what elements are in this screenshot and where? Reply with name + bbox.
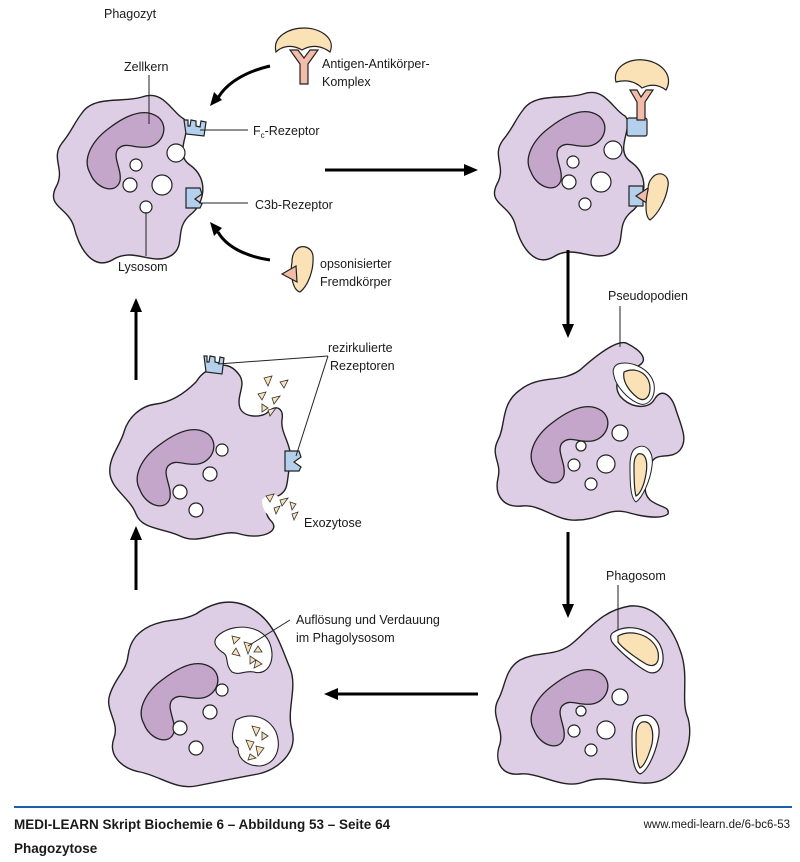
stage-engulfing: Pseudopodien <box>494 289 688 521</box>
footer-divider <box>14 806 792 808</box>
label-lysosom: Lysosom <box>118 260 168 274</box>
arrow-antigen-to-receptor <box>216 64 271 99</box>
footer-caption: Phagozytose <box>14 841 98 856</box>
recycled-fc-receptor <box>203 355 225 375</box>
antibody-bound <box>628 89 655 121</box>
fc-receptor-bound <box>626 117 648 137</box>
label-digestion-line1: Auflösung und Verdauung <box>296 613 440 627</box>
label-antigen-complex-line1: Antigen-Antikörper- <box>322 57 430 71</box>
label-c3b-rezeptor: C3b-Rezeptor <box>255 198 333 212</box>
exocytosed-fragments-top <box>257 375 289 417</box>
lysosome <box>139 200 153 214</box>
c3b-receptor <box>185 187 203 209</box>
label-recycled-line1: rezirkulierte <box>328 341 393 355</box>
antigen-bound <box>614 59 670 91</box>
vesicle <box>166 143 186 163</box>
engulfed-particle <box>623 369 651 401</box>
label-opsonized-line2: Fremdkörper <box>320 275 392 289</box>
label-fc-rezeptor: Fc-Rezeptor <box>253 124 320 140</box>
label-antigen-complex-line2: Komplex <box>322 75 371 89</box>
label-zellkern: Zellkern <box>124 60 169 74</box>
opsonized-foreign-body <box>280 246 314 293</box>
vesicle <box>129 158 143 172</box>
phagolysosome-bottom <box>231 715 279 767</box>
exocytosed-fragments-bottom <box>265 493 299 522</box>
footer-url[interactable]: www.medi-learn.de/6-bc6-53 <box>643 819 790 831</box>
antigen-antibody-complex <box>274 27 332 85</box>
stage-digestion: Auflösung und Verdauung im Phagolysosom <box>107 601 440 788</box>
vesicle <box>122 177 138 193</box>
label-phagosom: Phagosom <box>606 569 666 583</box>
stage-binding <box>493 59 670 261</box>
phagolysosome-top <box>214 626 273 674</box>
fc-receptor <box>183 119 207 137</box>
label-opsonized-line1: opsonisierter <box>320 257 392 271</box>
phagosome-particle <box>617 632 659 667</box>
label-recycled-line2: Rezeptoren <box>330 359 395 373</box>
arrow-foreign-body-to-receptor <box>216 231 271 262</box>
phagocytosis-diagram: Phagozyt Zellkern Fc-Rezeptor C3b-Rezept… <box>52 7 691 788</box>
vesicle <box>151 174 173 196</box>
stage-exocytosis: rezirkulierte Rezeptoren Exozytose <box>109 341 395 540</box>
recycled-c3b-receptor <box>284 450 302 472</box>
label-phagozyt: Phagozyt <box>104 7 157 21</box>
label-exozytose: Exozytose <box>304 516 362 530</box>
label-pseudopodien: Pseudopodien <box>608 289 688 303</box>
stage-resting-phagocyte: Phagozyt Zellkern Fc-Rezeptor C3b-Rezept… <box>52 7 430 293</box>
phagocyte-cell <box>52 94 204 264</box>
foreign-body-bound <box>645 173 669 221</box>
stage-phagosome: Phagosom <box>494 569 691 785</box>
label-digestion-line2: im Phagolysosom <box>296 631 395 645</box>
footer-source: MEDI-LEARN Skript Biochemie 6 – Abbildun… <box>14 817 391 832</box>
